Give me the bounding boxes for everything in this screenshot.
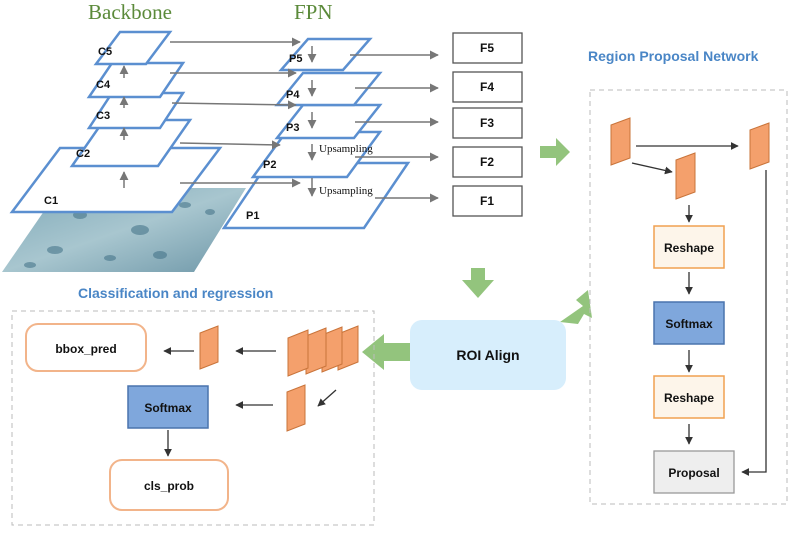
layer-c4 xyxy=(86,61,186,99)
output-f4: F4 xyxy=(480,80,494,94)
rpn-softmax-box xyxy=(653,301,725,345)
head-feature-map-bbox xyxy=(199,325,219,370)
head-softmax-label: Softmax xyxy=(144,401,192,415)
rpn-reshape-2: Reshape xyxy=(664,391,714,405)
cls-prob-box xyxy=(109,459,229,511)
output-f2: F2 xyxy=(480,155,494,169)
rpn-reshape-2-box xyxy=(653,375,725,419)
upsampling-label-1: Upsampling xyxy=(319,143,373,155)
roi-align-box xyxy=(410,320,566,390)
green-arrow-to-head xyxy=(362,334,410,370)
label-c3: C3 xyxy=(96,110,110,122)
output-f3: F3 xyxy=(480,116,494,130)
label-p4: P4 xyxy=(286,89,300,101)
roi-align-label: ROI Align xyxy=(456,347,519,363)
rpn-proposal-box xyxy=(653,450,735,494)
rpn-feature-map-cls xyxy=(675,152,696,200)
upsampling-label-2: Upsampling xyxy=(319,185,373,197)
label-p3: P3 xyxy=(286,122,299,134)
cls-reg-container xyxy=(11,310,375,526)
rpn-reshape-1: Reshape xyxy=(664,241,714,255)
output-box-f5 xyxy=(452,32,523,64)
green-arrow-rpn-to-roi xyxy=(560,290,592,324)
label-c5: C5 xyxy=(98,46,112,58)
backbone-title: Backbone xyxy=(88,0,172,24)
fpn-title: FPN xyxy=(294,0,333,24)
green-arrow-to-rpn xyxy=(540,138,570,166)
layer-c5 xyxy=(93,30,173,66)
rpn-title: Region Proposal Network xyxy=(588,48,759,64)
bbox-pred-box xyxy=(25,323,147,372)
head-stack-map-1 xyxy=(287,329,309,377)
output-box-f4 xyxy=(452,71,523,103)
layer-p5 xyxy=(278,37,373,72)
cls-reg-title: Classification and regression xyxy=(78,285,273,301)
label-c4: C4 xyxy=(96,79,111,91)
head-feature-map-cls xyxy=(286,384,306,432)
cls-prob-label: cls_prob xyxy=(144,479,194,493)
rpn-feature-map-reg xyxy=(749,122,770,170)
rpn-proposal: Proposal xyxy=(668,466,719,480)
layer-p4 xyxy=(274,71,383,107)
label-p5: P5 xyxy=(289,53,302,65)
green-arrow-down-to-roi xyxy=(462,268,494,298)
rpn-softmax: Softmax xyxy=(665,317,713,331)
label-c1: C1 xyxy=(44,195,58,207)
output-box-f1 xyxy=(452,185,523,217)
label-p2: P2 xyxy=(263,159,276,171)
output-box-f3 xyxy=(452,107,523,139)
rpn-reshape-1-box xyxy=(653,225,725,269)
output-f5: F5 xyxy=(480,41,494,55)
head-softmax-box xyxy=(127,385,209,429)
head-stack-map-2 xyxy=(305,327,327,375)
output-f1: F1 xyxy=(480,194,494,208)
rpn-feature-map-input xyxy=(610,117,631,166)
label-p1: P1 xyxy=(246,210,259,222)
label-c2: C2 xyxy=(76,148,90,160)
microscopy-cells xyxy=(24,202,215,268)
bbox-pred-label: bbox_pred xyxy=(55,342,116,356)
output-box-f2 xyxy=(452,146,523,178)
